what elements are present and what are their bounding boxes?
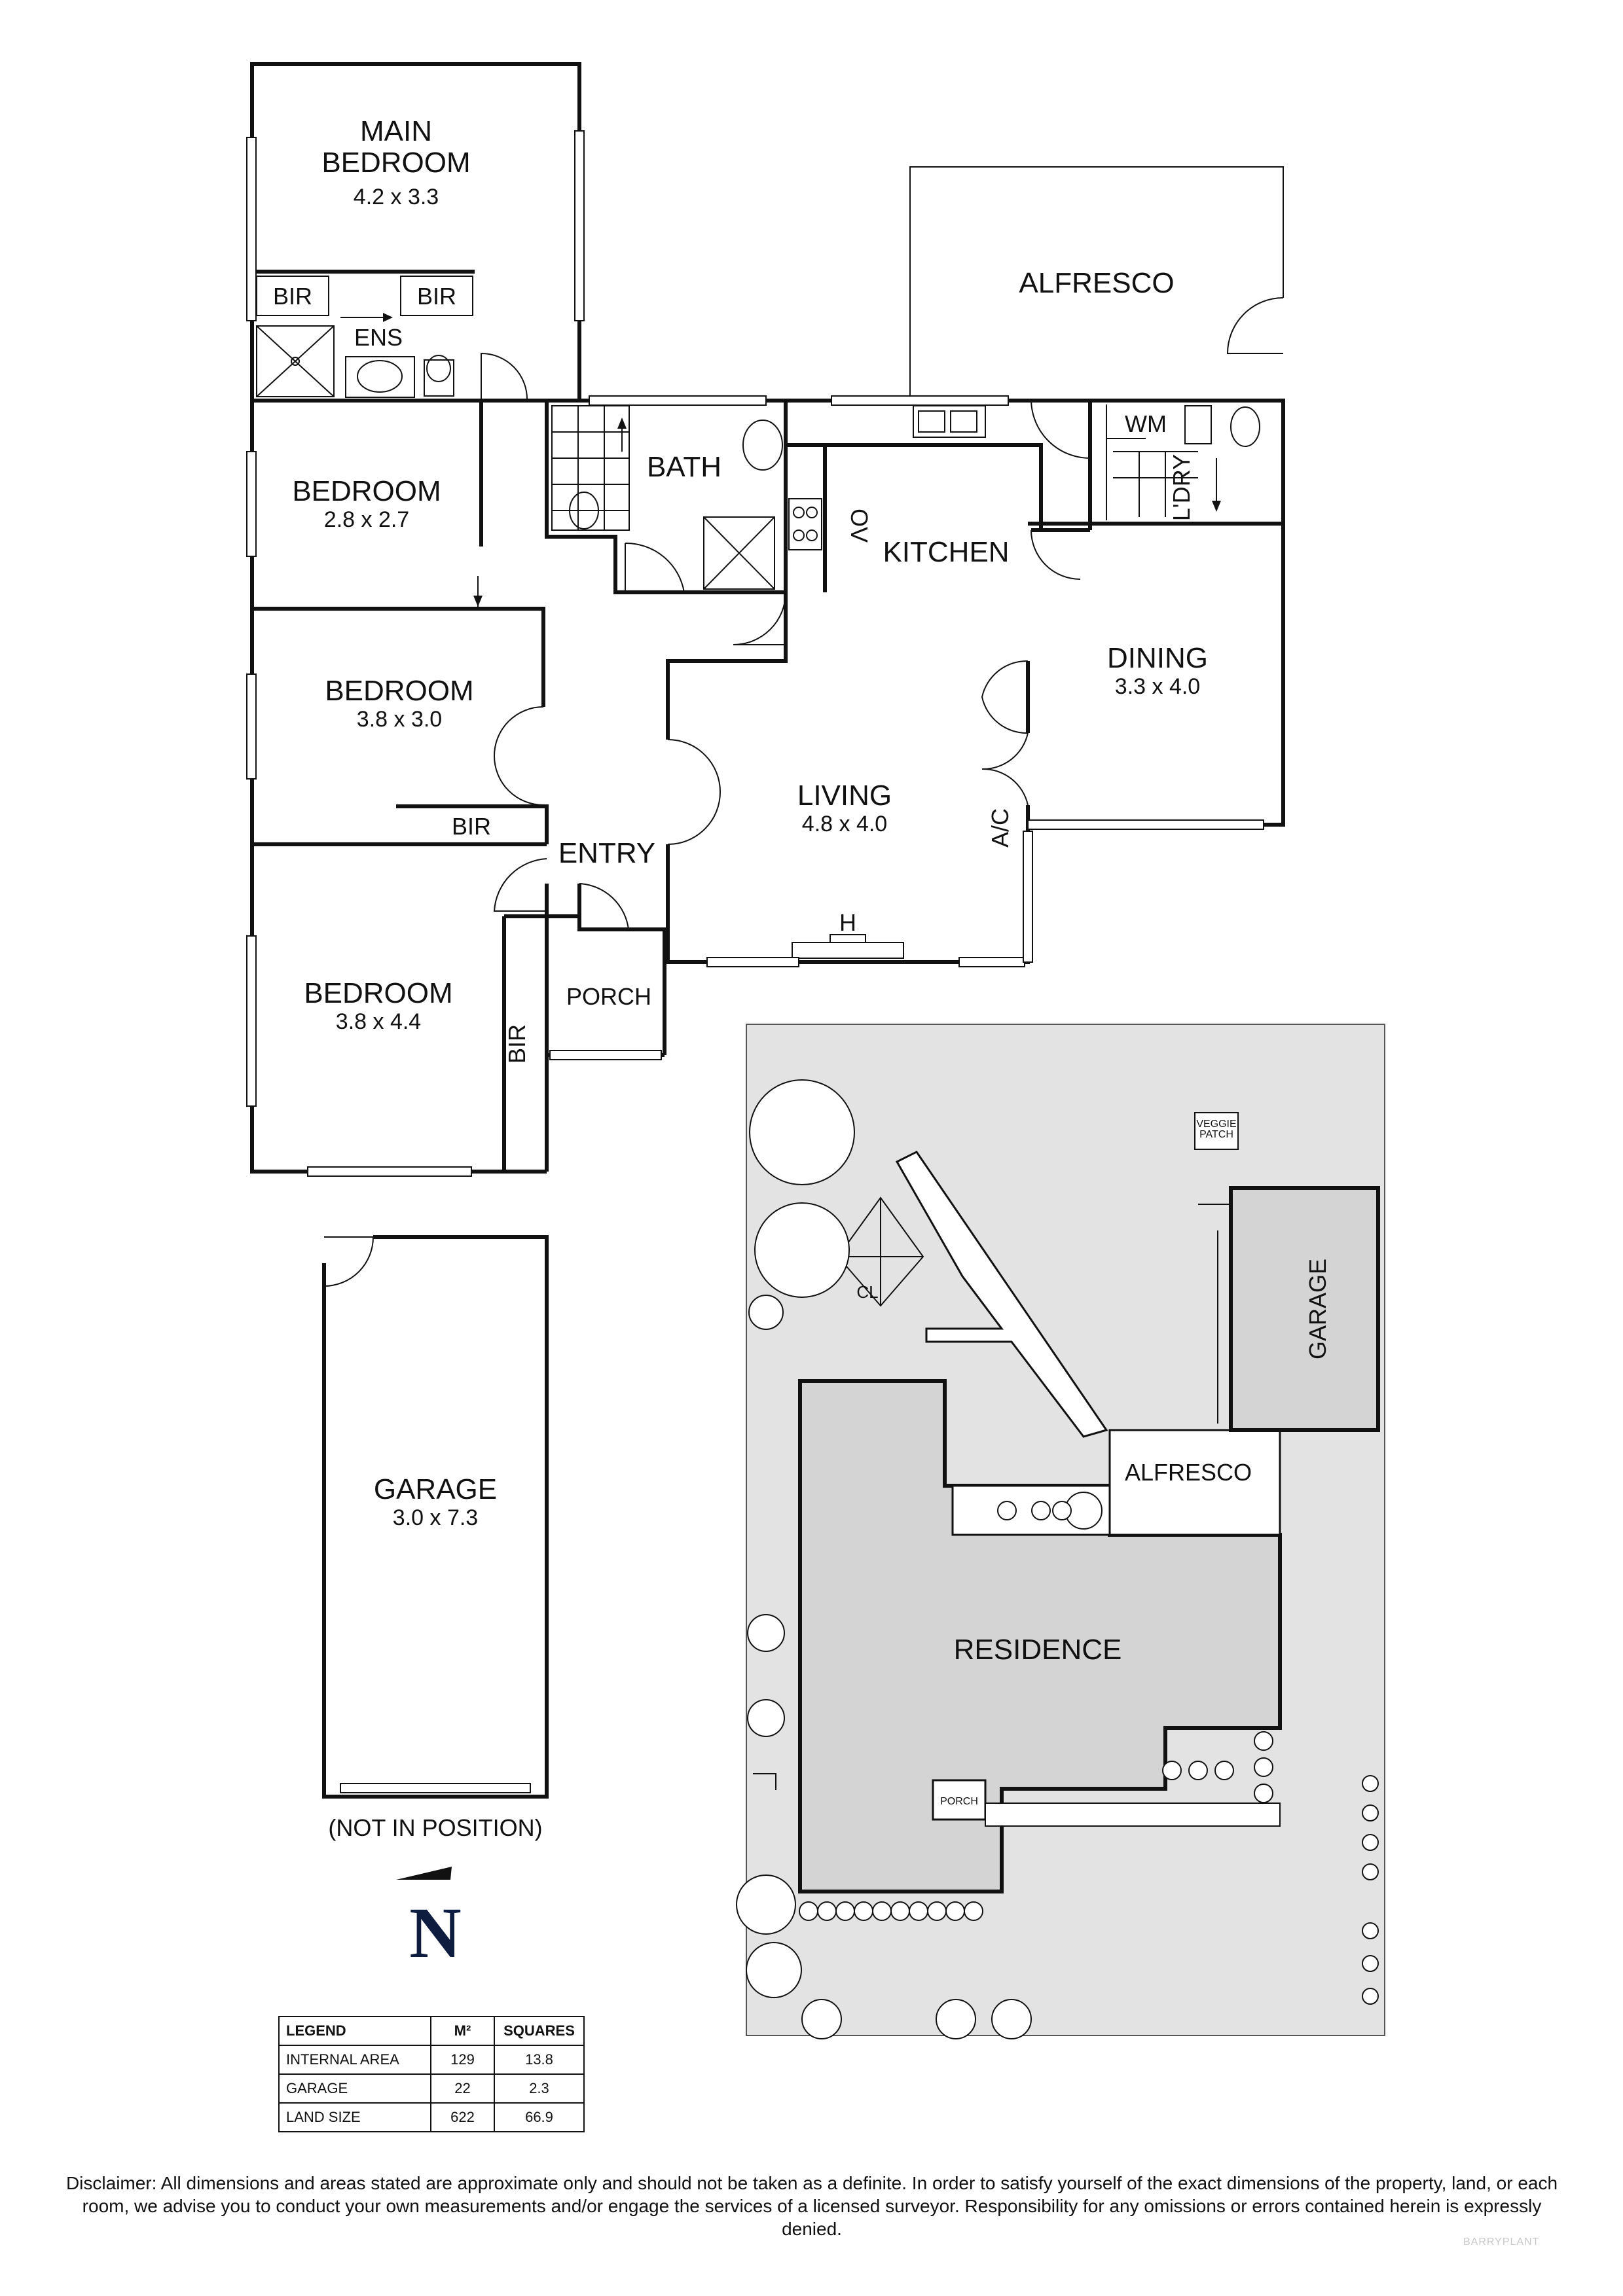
garage-note: (NOT IN POSITION)	[328, 1814, 542, 1841]
table-row: LAND SIZE 622 66.9	[278, 2102, 585, 2132]
disclaimer-text: Disclaimer: All dimensions and areas sta…	[65, 2173, 1558, 2239]
room-label-bedroom-4: BEDROOM	[304, 977, 452, 1009]
tree-icon	[748, 1295, 784, 1330]
legend-cell: 2.3	[494, 2073, 585, 2104]
tree-icon	[746, 1942, 802, 1998]
room-label-bir-2: BIR	[417, 283, 456, 310]
shrub-row-east	[1162, 1731, 1379, 2005]
tree-icon	[936, 1999, 976, 2039]
room-label-heater: H	[839, 909, 856, 936]
legend-cell: LAND SIZE	[278, 2102, 431, 2132]
site-residence-label: RESIDENCE	[954, 1634, 1122, 1666]
table-row: GARAGE 22 2.3	[278, 2073, 585, 2104]
room-label-bir-4: BIR	[503, 1024, 530, 1064]
room-label-kitchen: KITCHEN	[883, 536, 1009, 568]
tree-icon	[736, 1874, 796, 1935]
legend-header-label: LEGEND	[278, 2016, 431, 2046]
room-label-bath: BATH	[647, 451, 721, 483]
room-label-bir-3: BIR	[452, 813, 491, 840]
room-dims-dining: 3.3 x 4.0	[1115, 674, 1200, 699]
north-label: N	[409, 1893, 461, 1973]
room-dims-bedroom-4: 3.8 x 4.4	[336, 1009, 421, 1034]
room-label-bedroom-2: BEDROOM	[292, 475, 441, 507]
room-label-ac: A/C	[987, 808, 1013, 848]
room-label-dining: DINING	[1107, 642, 1208, 674]
legend-cell: 129	[430, 2045, 495, 2075]
floor-plan	[246, 62, 1285, 1177]
legend-table: LEGEND M² SQUARES INTERNAL AREA 129 13.8…	[278, 2016, 585, 2132]
room-dims-living: 4.8 x 4.0	[802, 812, 887, 836]
site-garage-label: GARAGE	[1304, 1259, 1331, 1359]
legend-header-squares: SQUARES	[494, 2016, 585, 2046]
watermark: BARRYPLANT	[1463, 2236, 1540, 2248]
table-row: INTERNAL AREA 129 13.8	[278, 2045, 585, 2075]
legend-cell: 66.9	[494, 2102, 585, 2132]
room-label-living: LIVING	[797, 780, 892, 812]
legend-cell: 13.8	[494, 2045, 585, 2075]
room-label-wm: WM	[1125, 410, 1167, 437]
room-label-bir-1: BIR	[273, 283, 312, 310]
legend-cell: INTERNAL AREA	[278, 2045, 431, 2075]
room-label-ens: ENS	[354, 324, 403, 351]
legend-cell: 22	[430, 2073, 495, 2104]
legend-header-row: LEGEND M² SQUARES	[278, 2016, 585, 2046]
tree-icon	[991, 1999, 1032, 2039]
room-label-bedroom-3: BEDROOM	[325, 675, 473, 707]
tree-icon	[747, 1699, 785, 1737]
legend-cell: GARAGE	[278, 2073, 431, 2104]
legend-header-m2: M²	[430, 2016, 495, 2046]
shrub-row-south	[799, 1901, 983, 1921]
room-label-oven: OV	[846, 509, 873, 543]
room-label-alfresco: ALFRESCO	[1019, 267, 1174, 299]
tree-icon	[749, 1079, 855, 1185]
room-label-entry: ENTRY	[558, 837, 655, 869]
garage-label: GARAGE	[374, 1473, 497, 1505]
shrub-row-alfresco	[997, 1501, 1072, 1520]
room-dims-bedroom-2: 2.8 x 2.7	[324, 507, 409, 532]
room-dims-bedroom-3: 3.8 x 3.0	[357, 707, 442, 732]
room-label-laundry: L'DRY	[1168, 454, 1195, 521]
room-dims-main-bedroom: 4.2 x 3.3	[354, 185, 439, 209]
north-arrow-icon	[396, 1867, 452, 1880]
site-clothesline-label: CL	[856, 1282, 878, 1302]
tree-icon	[754, 1202, 850, 1298]
site-alfresco-label: ALFRESCO	[1125, 1459, 1252, 1486]
site-porch-label: PORCH	[940, 1796, 978, 1807]
garage-plan: GARAGE 3.0 x 7.3 (NOT IN POSITION)	[322, 1235, 549, 1841]
tree-icon	[801, 1999, 842, 2039]
garage-dims: 3.0 x 7.3	[393, 1505, 478, 1530]
legend-cell: 622	[430, 2102, 495, 2132]
tree-icon	[747, 1614, 785, 1652]
room-label-porch: PORCH	[566, 983, 651, 1010]
north-compass: N	[396, 1867, 462, 1973]
